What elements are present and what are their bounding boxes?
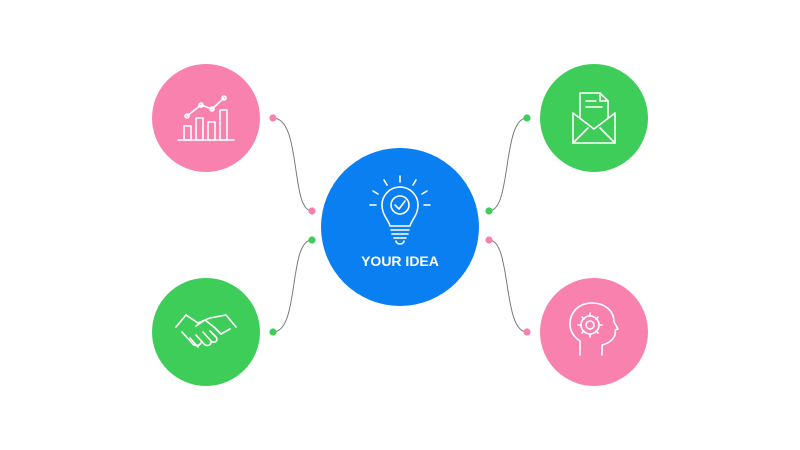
- connector-communication: [488, 117, 528, 212]
- connector-dot-communication-outer: [523, 114, 531, 122]
- handshake-icon: [175, 314, 237, 348]
- connector-dot-partnership-outer: [269, 328, 277, 336]
- connector-partnership: [272, 239, 313, 333]
- connector-dot-thinking-outer: [523, 328, 531, 336]
- connector-dot-analytics-inner: [308, 207, 316, 215]
- node-analytics-circle: [152, 64, 260, 172]
- center-node-label: YOUR IDEA: [361, 253, 439, 269]
- connector-dot-analytics-outer: [269, 114, 277, 122]
- node-partnership: [152, 278, 260, 386]
- node-communication-circle: [540, 64, 648, 172]
- lightbulb-check-icon: [369, 175, 431, 245]
- head-gear-icon: [569, 302, 619, 356]
- document-envelope-icon: [572, 92, 616, 144]
- center-node: YOUR IDEA: [321, 148, 479, 306]
- bar-chart-trend-icon: [177, 95, 235, 141]
- node-thinking-circle: [540, 278, 648, 386]
- connector-dot-communication-inner: [485, 207, 493, 215]
- node-communication: [540, 64, 648, 172]
- center-node-circle: [321, 148, 479, 306]
- connectors: [269, 114, 531, 336]
- connector-analytics: [272, 117, 313, 212]
- connector-dot-partnership-inner: [308, 236, 316, 244]
- connector-dot-thinking-inner: [485, 236, 493, 244]
- node-analytics: [152, 64, 260, 172]
- node-thinking: [540, 278, 648, 386]
- connector-thinking: [488, 239, 528, 333]
- node-partnership-circle: [152, 278, 260, 386]
